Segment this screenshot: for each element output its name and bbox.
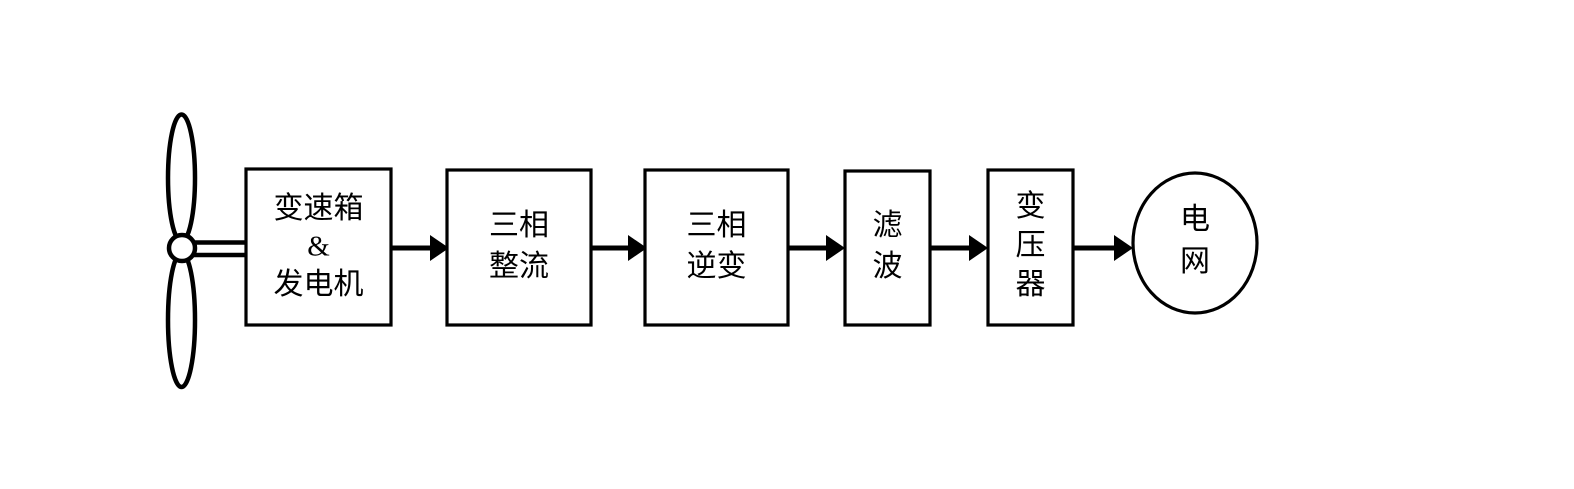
node-power-grid-label-line1: 电 [1180,203,1210,236]
node-filter-label-line1: 滤 [873,209,903,242]
node-transformer-label-line3: 器 [1016,268,1046,301]
node-three-phase-inverter-box[interactable] [643,168,790,327]
arrow-transformer-to-grid-head [1114,235,1133,261]
node-three-phase-rectifier-label-line1: 三相 [489,209,549,242]
node-gearbox-generator[interactable]: 变速箱 & 发电机 [244,167,393,327]
arrow-transformer-to-grid [1073,235,1133,261]
node-power-grid[interactable]: 电 网 [1131,171,1259,315]
node-transformer-label-line2: 压 [1016,229,1046,262]
arrow-filter-to-transformer-head [969,235,988,261]
node-transformer[interactable]: 变 压 器 [986,168,1075,327]
node-gearbox-generator-label-line1: 变速箱 [274,192,364,225]
turbine-blade-lower-icon [165,250,198,390]
arrow-inverter-to-filter [788,235,845,261]
node-power-grid-circle[interactable] [1131,171,1259,315]
node-filter-box[interactable] [843,169,932,327]
node-filter-label-line2: 波 [873,250,903,283]
arrow-gearbox-to-rectifier [391,235,449,261]
node-three-phase-rectifier-label-line2: 整流 [489,250,549,283]
node-gearbox-generator-box[interactable] [244,167,393,327]
node-power-grid-label-line2: 网 [1180,245,1210,278]
node-three-phase-rectifier[interactable]: 三相 整流 [445,168,593,327]
arrow-rectifier-to-inverter [591,235,647,261]
node-three-phase-inverter-label-line1: 三相 [687,209,747,242]
node-gearbox-generator-label-line3: 发电机 [274,268,364,301]
node-gearbox-generator-label-line2: & [307,231,330,263]
node-transformer-label-line1: 变 [1016,190,1046,223]
wind-turbine[interactable] [165,112,251,390]
node-three-phase-rectifier-box[interactable] [445,168,593,327]
arrow-filter-to-transformer [930,235,988,261]
turbine-blade-upper-icon [165,112,198,244]
arrow-rectifier-to-inverter-head [628,235,647,261]
node-transformer-box[interactable] [986,168,1075,327]
arrow-gearbox-to-rectifier-head [430,235,449,261]
node-three-phase-inverter[interactable]: 三相 逆变 [643,168,790,327]
arrow-inverter-to-filter-head [826,235,845,261]
turbine-hub-icon [166,232,198,264]
node-filter[interactable]: 滤 波 [843,169,932,327]
node-three-phase-inverter-label-line2: 逆变 [687,250,747,283]
